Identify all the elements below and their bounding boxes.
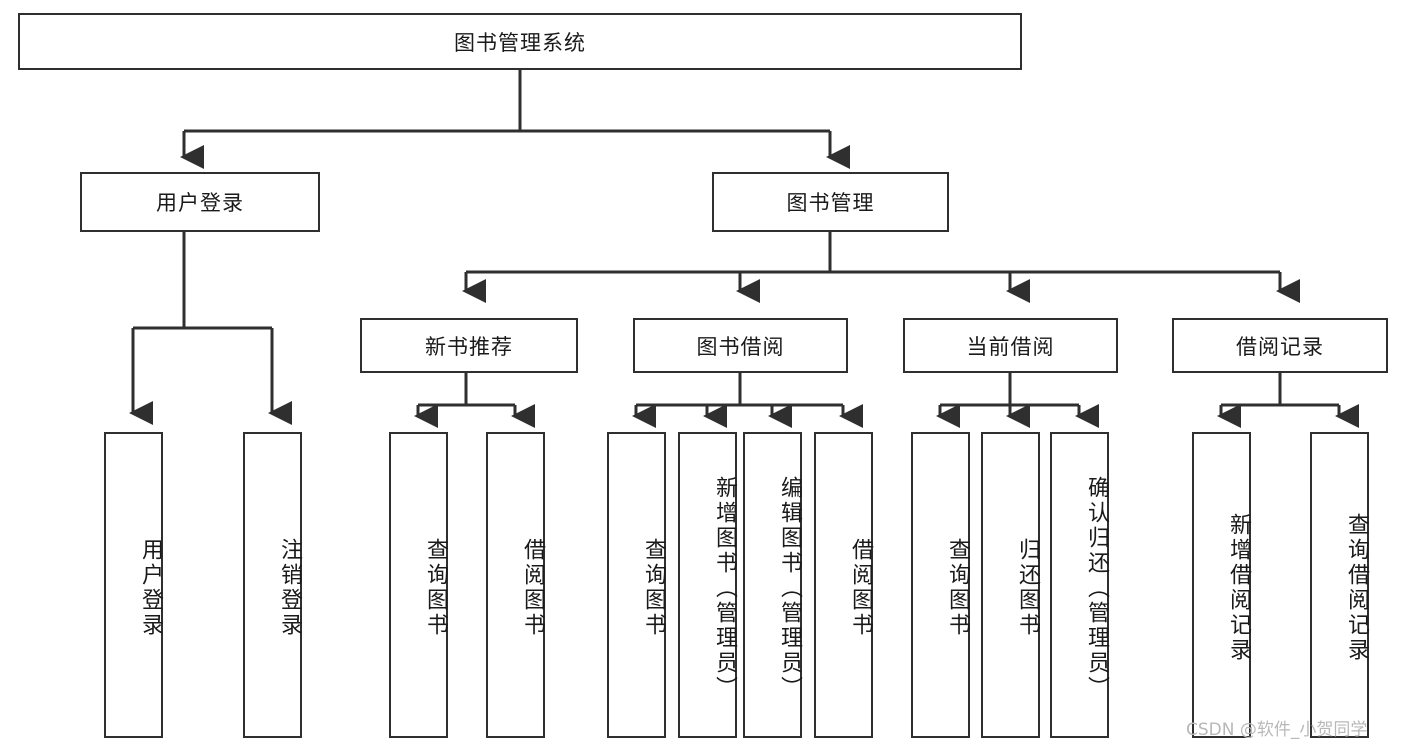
node-label: 查询图书	[423, 538, 448, 638]
leaf-user-login-logout[interactable]: 注销登录	[243, 432, 302, 738]
leaf-new-book-borrow-book[interactable]: 借阅图书	[486, 432, 545, 738]
node-label: 查询图书	[945, 538, 970, 638]
csdn-watermark: CSDN @软件_小贺同学	[1186, 720, 1368, 740]
node-label: 编辑图书（管理员）	[777, 475, 802, 701]
node-book-management[interactable]: 图书管理	[712, 172, 949, 232]
node-borrow-record[interactable]: 借阅记录	[1172, 318, 1388, 373]
leaf-borrow-record-add-record[interactable]: 新增借阅记录	[1192, 432, 1251, 738]
leaf-book-borrow-query-book[interactable]: 查询图书	[607, 432, 666, 738]
node-label: 借阅记录	[1236, 334, 1324, 359]
node-label: 借阅图书	[848, 538, 873, 638]
leaf-book-borrow-edit-book-admin[interactable]: 编辑图书（管理员）	[743, 432, 802, 738]
node-label: 查询图书	[641, 538, 666, 638]
node-label: 新书推荐	[425, 334, 513, 359]
node-label: 新增借阅记录	[1226, 513, 1251, 663]
node-label: 查询借阅记录	[1344, 513, 1369, 663]
node-label: 图书管理	[786, 191, 875, 215]
node-label: 图书借阅	[696, 334, 785, 359]
node-label: 新增图书（管理员）	[712, 475, 737, 701]
node-root-book-management-system[interactable]: 图书管理系统	[18, 13, 1022, 70]
leaf-current-borrow-confirm-return-admin[interactable]: 确认归还（管理员）	[1050, 432, 1109, 738]
node-label: 当前借阅	[966, 334, 1055, 359]
leaf-book-borrow-borrow-book[interactable]: 借阅图书	[814, 432, 873, 738]
node-user-login[interactable]: 用户登录	[80, 172, 320, 232]
node-book-borrow[interactable]: 图书借阅	[633, 318, 848, 373]
node-label: 用户登录	[138, 538, 163, 638]
node-label: 用户登录	[156, 191, 244, 215]
leaf-current-borrow-query-book[interactable]: 查询图书	[911, 432, 970, 738]
leaf-new-book-query-book[interactable]: 查询图书	[389, 432, 448, 738]
node-new-book-recommend[interactable]: 新书推荐	[360, 318, 578, 373]
leaf-user-login-login[interactable]: 用户登录	[104, 432, 163, 738]
node-label: 确认归还（管理员）	[1084, 475, 1109, 701]
node-current-borrow[interactable]: 当前借阅	[903, 318, 1118, 373]
node-label: 图书管理系统	[454, 30, 586, 55]
leaf-borrow-record-query-record[interactable]: 查询借阅记录	[1310, 432, 1369, 738]
node-label: 注销登录	[277, 538, 302, 638]
leaf-book-borrow-add-book-admin[interactable]: 新增图书（管理员）	[678, 432, 737, 738]
node-label: 借阅图书	[520, 538, 545, 638]
leaf-current-borrow-return-book[interactable]: 归还图书	[981, 432, 1040, 738]
node-label: 归还图书	[1015, 538, 1040, 638]
